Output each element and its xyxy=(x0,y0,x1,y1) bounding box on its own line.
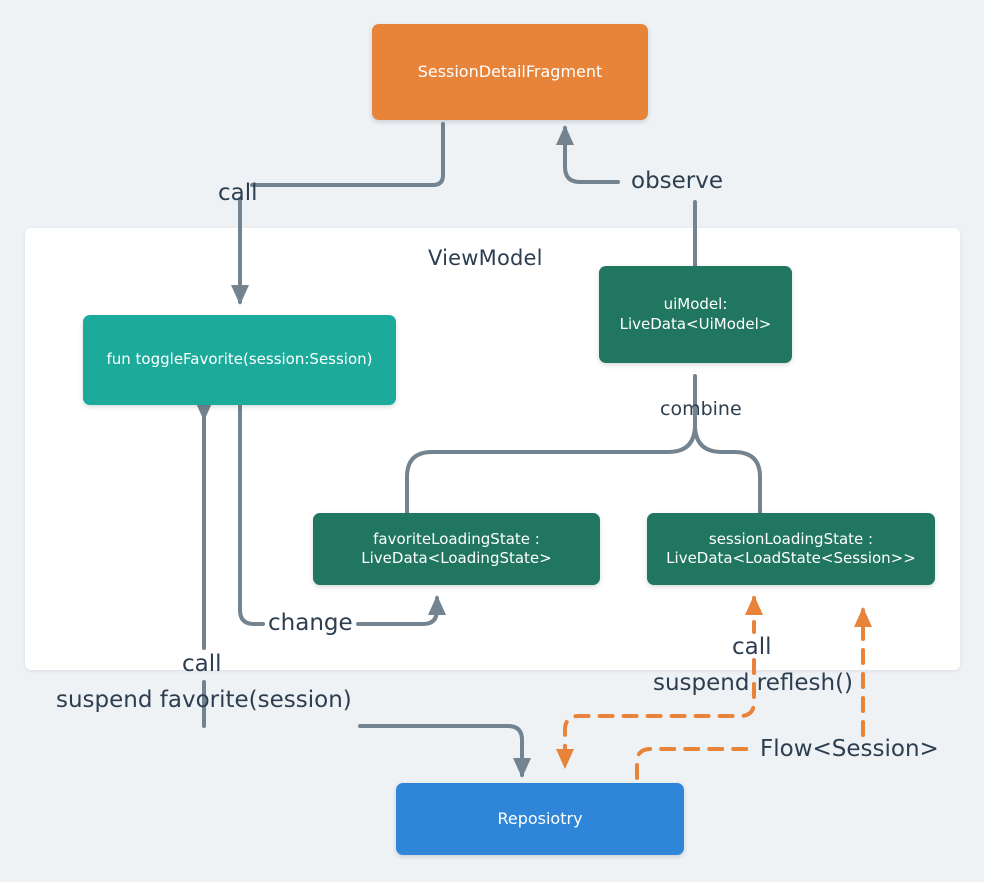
edge-label-combine: combine xyxy=(660,398,742,420)
viewmodel-panel xyxy=(25,228,960,670)
wire-observe-upper xyxy=(556,125,620,184)
edge-label-call-favorite: call xyxy=(182,651,222,677)
edge-label-flow-session: Flow<Session> xyxy=(760,736,939,762)
node-ui-model[interactable]: uiModel: LiveData<UiModel> xyxy=(599,266,792,363)
node-session-detail-fragment[interactable]: SessionDetailFragment xyxy=(372,24,648,120)
edge-label-suspend-favorite: suspend favorite(session) xyxy=(56,687,352,713)
node-toggle-favorite[interactable]: fun toggleFavorite(session:Session) xyxy=(83,315,396,405)
node-label: favoriteLoadingState : LiveData<LoadingS… xyxy=(361,529,552,567)
edge-label-suspend-refresh: suspend reflesh() xyxy=(653,670,854,696)
node-label: Reposiotry xyxy=(497,808,583,828)
node-repository[interactable]: Reposiotry xyxy=(396,783,684,855)
node-label: uiModel: LiveData<UiModel> xyxy=(619,295,772,333)
edge-label-call-refresh: call xyxy=(732,634,772,660)
edge-label-observe: observe xyxy=(631,168,724,194)
node-label: fun toggleFavorite(session:Session) xyxy=(106,350,373,369)
wire-flow-lower xyxy=(635,747,754,780)
viewmodel-panel-title: ViewModel xyxy=(428,246,543,270)
node-label: SessionDetailFragment xyxy=(417,61,603,81)
edge-label-change: change xyxy=(268,610,353,636)
edge-label-call-toggle: call xyxy=(218,180,258,206)
wire-suspend-favorite-right xyxy=(358,724,531,778)
node-session-loading-state[interactable]: sessionLoadingState : LiveData<LoadState… xyxy=(647,513,935,585)
node-favorite-loading-state[interactable]: favoriteLoadingState : LiveData<LoadingS… xyxy=(313,513,600,585)
wire-call-top xyxy=(250,122,445,187)
node-label: sessionLoadingState : LiveData<LoadState… xyxy=(666,529,916,567)
